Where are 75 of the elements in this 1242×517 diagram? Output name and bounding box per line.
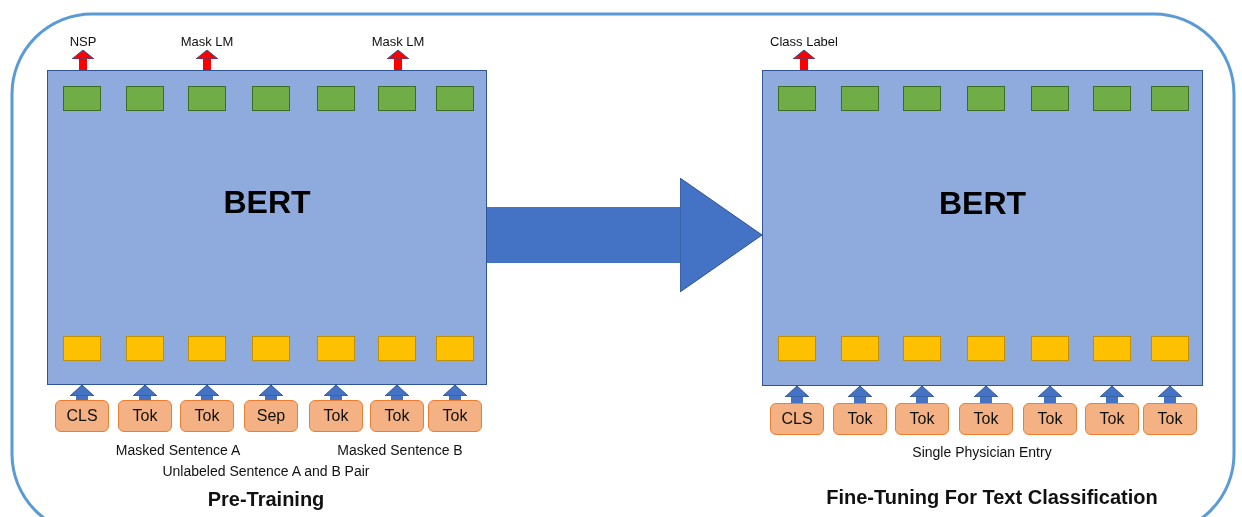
arrow <box>384 384 410 400</box>
token-box: CLS <box>55 400 109 432</box>
arrow <box>69 384 95 400</box>
panel-caption: Pre-Training <box>207 488 325 511</box>
token-box: Tok <box>959 403 1013 435</box>
block-arrow <box>487 177 763 293</box>
output-box <box>902 85 941 111</box>
token-box: Tok <box>180 400 234 432</box>
token-box: Tok <box>1143 403 1197 435</box>
model-name: BERT <box>223 183 311 221</box>
arrow <box>132 384 158 400</box>
model-block <box>762 70 1203 386</box>
token-box: CLS <box>770 403 824 435</box>
arrow <box>847 385 873 403</box>
arrow <box>442 384 468 400</box>
token-box: Tok <box>118 400 172 432</box>
arrow <box>973 385 999 403</box>
output-box <box>966 85 1005 111</box>
embedding-box <box>777 335 816 361</box>
arrow <box>258 384 284 400</box>
panel-caption: Fine-Tuning For Text Classification <box>826 486 1158 509</box>
embedding-box <box>1092 335 1131 361</box>
arrow <box>1157 385 1183 403</box>
arrow <box>71 49 95 70</box>
task-label: NSP <box>63 32 103 50</box>
token-box: Tok <box>1085 403 1139 435</box>
input-caption: Unlabeled Sentence A and B Pair <box>162 463 370 479</box>
embedding-box <box>187 335 226 361</box>
embedding-box <box>316 335 355 361</box>
output-box <box>187 85 226 111</box>
arrow <box>792 49 816 70</box>
output-box <box>435 85 474 111</box>
input-caption: Masked Sentence B <box>337 442 463 458</box>
arrow <box>195 49 219 70</box>
output-box <box>1092 85 1131 111</box>
embedding-box <box>125 335 164 361</box>
arrow <box>1037 385 1063 403</box>
embedding-box <box>435 335 474 361</box>
token-box: Tok <box>309 400 363 432</box>
output-box <box>125 85 164 111</box>
output-box <box>840 85 879 111</box>
arrow <box>323 384 349 400</box>
embedding-box <box>251 335 290 361</box>
embedding-box <box>840 335 879 361</box>
output-box <box>1150 85 1189 111</box>
model-name: BERT <box>938 184 1027 222</box>
embedding-box <box>1030 335 1069 361</box>
arrow <box>784 385 810 403</box>
embedding-box <box>1150 335 1189 361</box>
output-box <box>251 85 290 111</box>
output-box <box>316 85 355 111</box>
arrow <box>1099 385 1125 403</box>
token-box: Tok <box>833 403 887 435</box>
token-box: Tok <box>370 400 424 432</box>
output-box <box>377 85 416 111</box>
arrow <box>909 385 935 403</box>
token-box: Tok <box>895 403 949 435</box>
task-label: Class Label <box>764 32 844 50</box>
embedding-box <box>966 335 1005 361</box>
token-box: Sep <box>244 400 298 432</box>
input-caption: Masked Sentence A <box>115 442 241 458</box>
embedding-box <box>902 335 941 361</box>
arrow <box>386 49 410 70</box>
output-box <box>1030 85 1069 111</box>
embedding-box <box>62 335 101 361</box>
output-box <box>777 85 816 111</box>
token-box: Tok <box>1023 403 1077 435</box>
arrow <box>194 384 220 400</box>
model-block <box>47 70 487 385</box>
task-label: Mask LM <box>363 32 433 50</box>
token-box: Tok <box>428 400 482 432</box>
task-label: Mask LM <box>172 32 242 50</box>
output-box <box>62 85 101 111</box>
embedding-box <box>377 335 416 361</box>
input-caption: Single Physician Entry <box>912 444 1052 460</box>
